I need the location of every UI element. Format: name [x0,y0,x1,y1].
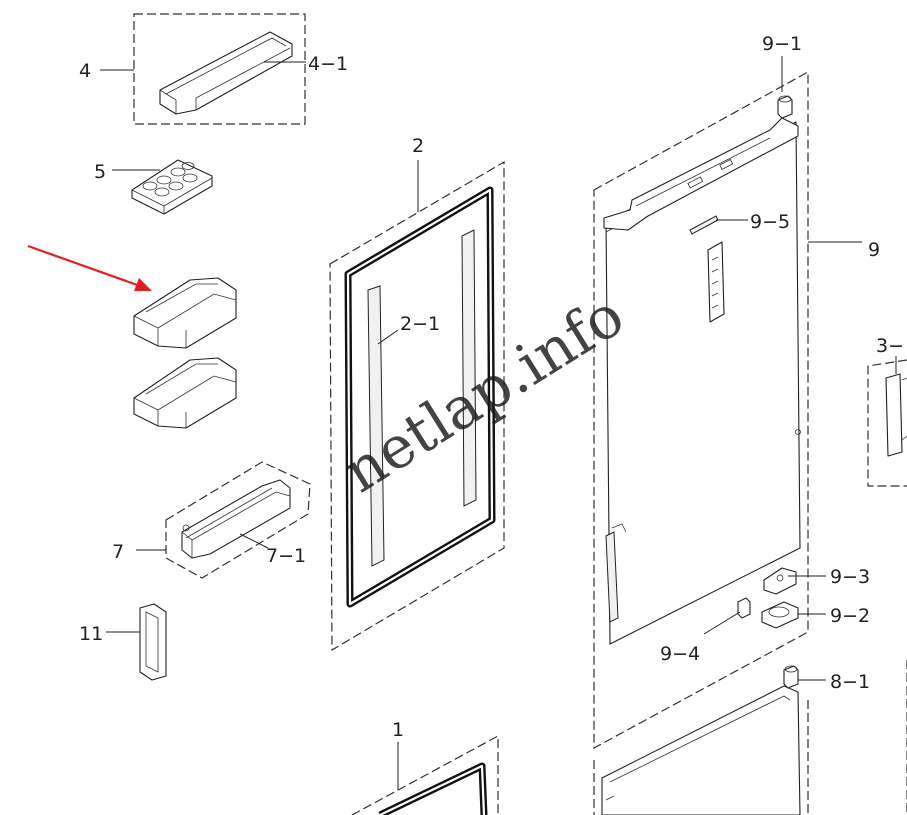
label-7: 7 [112,541,124,563]
egg-tray [131,159,213,215]
hinge-pin-9-1 [777,95,793,119]
label-3: 3− [876,335,904,357]
part-group-2: 2 2−1 [329,135,505,652]
label-9-4: 9−4 [660,643,700,665]
label-9-1: 9−1 [762,33,802,55]
bracket-11 [139,603,167,681]
door-shelf-lower [133,357,237,429]
part-group-3: 3− [867,335,907,487]
label-9-5: 9−5 [750,211,790,233]
door-top-cap [603,117,799,231]
label-1: 1 [392,719,404,741]
hinge-9-2 [761,601,799,629]
door-hinge-3 [885,373,903,457]
door-shelf-upper [133,277,237,349]
part-group-8: 8−1 [593,660,907,815]
label-4: 4 [79,60,91,82]
door-handle [605,531,619,623]
part-group-4: 4 4−1 [79,13,348,125]
group-7-dashed-frame [165,461,311,579]
label-9: 9 [868,239,880,261]
cap-9-4 [737,597,751,619]
group-9-dashed-frame [593,70,809,750]
part-11-bracket: 11 [79,603,167,681]
shelf-cover-4-1 [159,31,293,115]
part-group-9: 9−1 9−5 9 9−3 9−2 9−4 [593,33,880,750]
label-8-1: 8−1 [830,671,870,693]
part-5-egg-tray: 5 [94,159,213,215]
hinge-pin-8-1 [783,665,799,689]
group-4-dashed-frame [133,13,306,125]
label-5: 5 [94,161,106,183]
label-9-3: 9−3 [830,566,870,588]
freezer-door-panel [601,685,801,815]
group-2-dashed-frame [329,160,505,652]
label-11: 11 [79,623,103,645]
label-9-2: 9−2 [830,605,870,627]
part-group-1: 1 [351,719,499,815]
label-4-1: 4−1 [308,53,348,75]
door-shelf-pair [133,277,237,429]
red-pointer-arrow [27,244,152,291]
group-3-dashed-frame [867,359,907,487]
label-7-1: 7−1 [266,545,306,567]
gasket-strip-left [367,285,385,567]
gasket-strip-right [461,229,477,507]
label-2-1: 2−1 [400,313,440,335]
label-2: 2 [412,135,424,157]
part-group-7: 7 7−1 [112,461,311,579]
group-1-dashed-frame [351,734,499,815]
